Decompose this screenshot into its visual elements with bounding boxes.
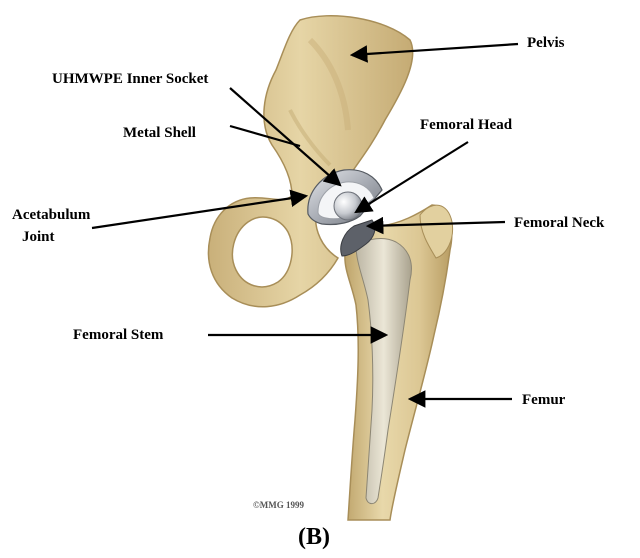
label-pelvis: Pelvis	[527, 34, 565, 52]
femoral-head	[334, 192, 362, 220]
obturator-foramen	[232, 217, 292, 287]
label-metal-shell: Metal Shell	[123, 124, 196, 142]
label-femoral-neck: Femoral Neck	[514, 214, 604, 232]
label-uhmwpe-inner-socket: UHMWPE Inner Socket	[52, 70, 208, 88]
copyright-text: ©MMG 1999	[253, 500, 304, 510]
label-femur: Femur	[522, 391, 565, 409]
label-femoral-head: Femoral Head	[420, 116, 512, 134]
label-acetabulum: Acetabulum	[12, 206, 90, 224]
label-acetabulum-joint: Joint	[22, 228, 55, 246]
figure-caption: (B)	[298, 524, 330, 551]
label-femoral-stem: Femoral Stem	[73, 326, 163, 344]
